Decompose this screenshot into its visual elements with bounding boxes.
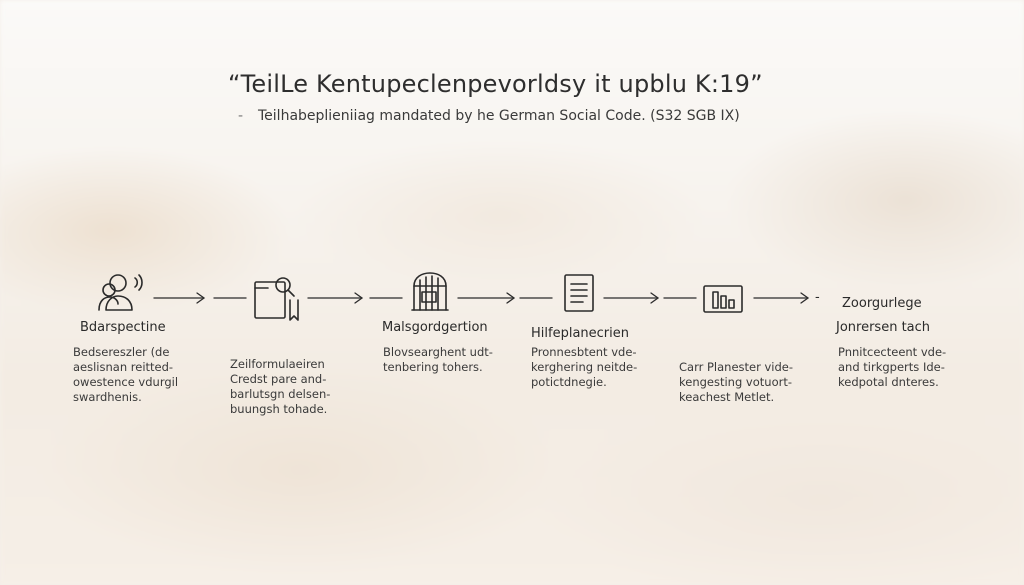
description-line: barlutsgn delsen- [230,387,331,401]
description-line: Pronnesbtent vde- [531,345,637,359]
trailing-dash: - [815,290,820,305]
description-line: Zeilformulaeiren [230,357,325,371]
building-icon [410,270,450,314]
person-speech-icon [96,272,146,314]
description-line: owestence vdurgil [73,375,179,389]
description-line: Credst pare and- [230,372,327,386]
subtitle-row: -Teilhabeplieniiag mandated by he German… [238,108,740,124]
flow-arrow [306,290,404,309]
description-line: tenbering tohers. [383,360,483,374]
step-6-label: Zoorgurlege [842,296,922,311]
flow-arrow [752,290,826,309]
description-line: kengesting votuort- [679,375,792,389]
description-line: buungsh tohade. [230,402,328,416]
step-3-label: Malsgordgertion [382,320,488,335]
step-1-label: Bdarspectine [80,320,166,335]
step-5-description: Carr Planester vide- kengesting votuort-… [679,360,793,405]
step-6-description: Pnnitcecteent vde- and tirkgperts Ide- k… [838,345,946,390]
description-line: swardhenis. [73,390,142,404]
description-line: kerghering neitde- [531,360,638,374]
step-2-description: Zeilformulaeiren Credst pare and- barlut… [230,357,330,417]
description-line: Blovsearghent udt- [383,345,493,359]
subtitle-dash: - [238,108,244,124]
description-line: Carr Planester vide- [679,360,794,374]
step-4-label: Hilfeplanecrien [531,326,629,341]
description-line: and tirkgperts Ide- [838,360,945,374]
document-lines-icon [562,272,596,314]
step-6-sublabel: Jonrersen tach [836,320,931,335]
bar-chart-icon [702,284,744,314]
description-line: Pnnitcecteent vde- [838,345,947,359]
diagram-subtitle: Teilhabeplieniiag mandated by he German … [258,108,740,124]
description-line: keachest Metlet. [679,390,775,404]
description-line: potictdnegie. [531,375,607,389]
description-line: kedpotal dnteres. [838,375,939,389]
diagram-title: “TeilLe Kentupeclenpevorldsy it upblu K:… [228,70,763,98]
step-3-description: Blovsearghent udt- tenbering tohers. [383,345,493,375]
step-1-description: Bedsereszler (de aeslisnan reitted- owes… [73,345,178,405]
description-line: aeslisnan reitted- [73,360,174,374]
description-line: Bedsereszler (de [73,345,170,359]
step-4-description: Pronnesbtent vde- kerghering neitde- pot… [531,345,637,390]
flow-arrow [152,290,250,309]
flow-arrow [602,290,700,309]
document-search-icon [252,274,300,324]
flow-arrow [456,290,554,309]
